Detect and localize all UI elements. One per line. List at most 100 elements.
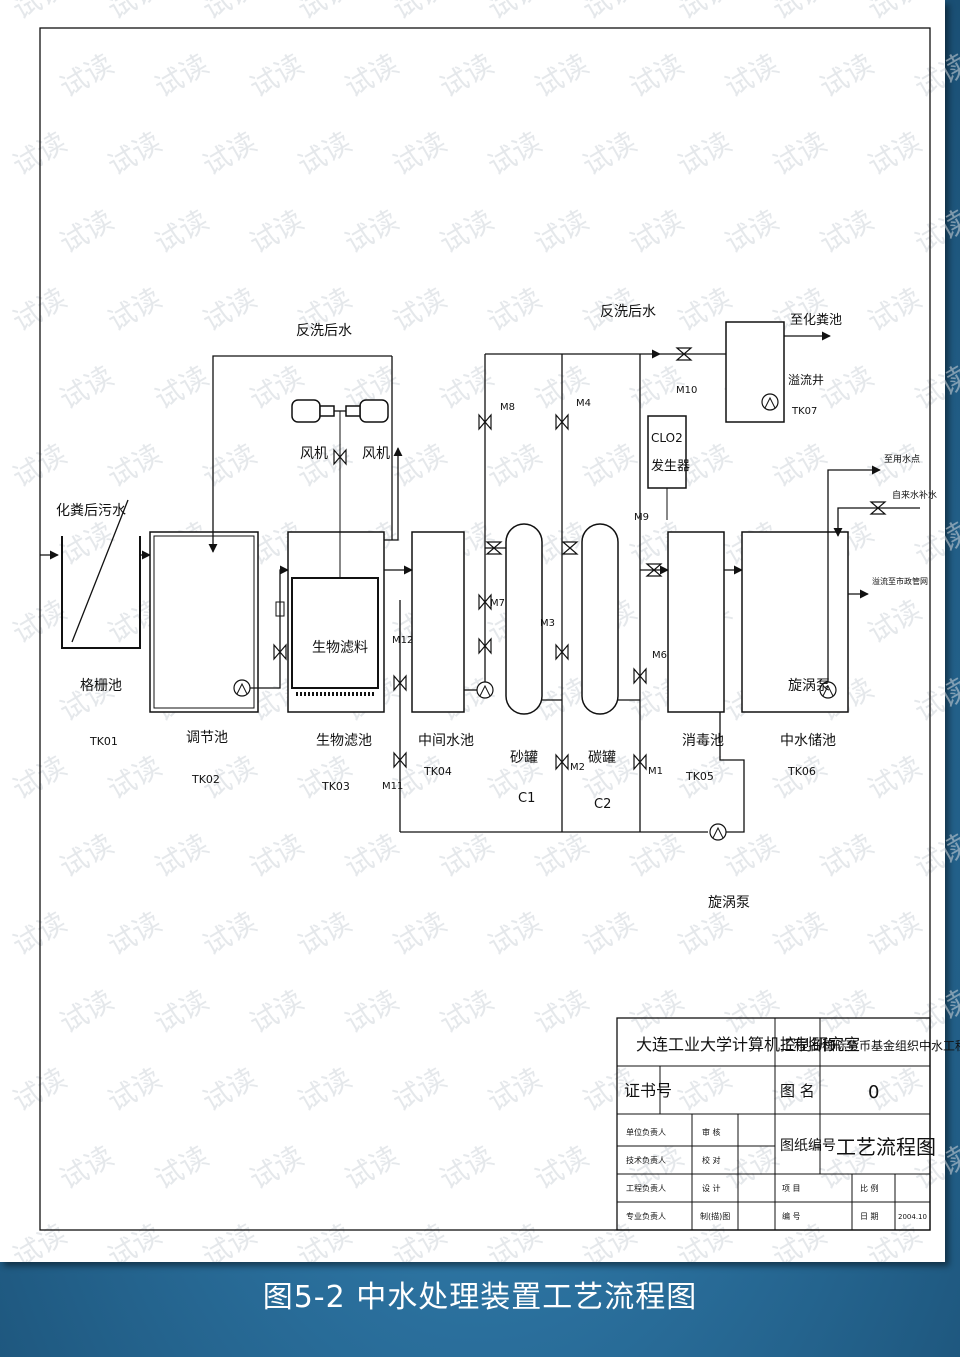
sand-tank-label: 砂罐 xyxy=(510,750,538,766)
valve-m11-label: M11 xyxy=(382,781,403,792)
watermark-text: 试读 xyxy=(719,983,784,1040)
tk06-label: TK06 xyxy=(787,765,816,778)
watermark-text: 试读 xyxy=(814,203,879,260)
institute-name: 大连工业大学计算机控制研究室 xyxy=(636,1035,860,1054)
watermark-text: 试读 xyxy=(624,203,689,260)
valve-m8-label: M8 xyxy=(500,402,515,413)
drawing-frame xyxy=(39,27,931,1231)
watermark-text: 试读 xyxy=(814,983,879,1040)
watermark-text: 试读 xyxy=(149,827,214,884)
overflow-pipe-label: 溢流至市政管网 xyxy=(872,576,928,586)
watermark-text: 试读 xyxy=(862,281,927,338)
watermark-text: 试读 xyxy=(862,125,927,182)
watermark-text: 试读 xyxy=(54,47,119,104)
fan-1-icon xyxy=(291,399,335,423)
watermark-text: 试读 xyxy=(957,125,960,182)
grid-tank-tk01 xyxy=(40,499,151,649)
watermark-text: 试读 xyxy=(909,47,960,104)
tk05-label: TK05 xyxy=(685,770,714,783)
watermark-text: 试读 xyxy=(767,437,832,494)
watermark-text: 试读 xyxy=(719,1139,784,1196)
duty-label: 校 对 xyxy=(702,1155,721,1165)
watermark-text: 试读 xyxy=(292,749,357,806)
watermark-text: 试读 xyxy=(197,1061,262,1118)
watermark-text: 试读 xyxy=(434,47,499,104)
watermark-text: 试读 xyxy=(957,749,960,806)
valve-m3-label: M3 xyxy=(540,618,555,629)
valve-m4-label: M4 xyxy=(576,398,591,409)
watermark-text: 试读 xyxy=(577,437,642,494)
watermark-text: 试读 xyxy=(149,1139,214,1196)
fan-2-label: 风机 xyxy=(362,446,390,462)
watermark-text: 试读 xyxy=(529,827,594,884)
tap-water-label: 自来水补水 xyxy=(892,489,937,501)
watermark-text: 试读 xyxy=(292,125,357,182)
c2-label: C2 xyxy=(594,797,611,812)
bottom-vortex-pump-label: 旋涡泵 xyxy=(708,895,750,911)
watermark-text: 试读 xyxy=(814,47,879,104)
watermark-text: 试读 xyxy=(7,0,72,26)
grid-tank-label: 格栅池 xyxy=(80,678,122,694)
watermark-text: 试读 xyxy=(482,125,547,182)
adjust-tank-pump-icon xyxy=(233,679,251,697)
process-flow-diagram: 试读试读试读试读试读试读试读试读试读试读试读试读试读试读试读试读试读试读试读试读… xyxy=(7,0,960,1262)
to-septic-label: 至化粪池 xyxy=(790,313,842,328)
watermark-text: 试读 xyxy=(434,203,499,260)
drawing-name-label: 图 名 xyxy=(780,1082,815,1100)
valve-m12-label: M12 xyxy=(392,635,413,646)
watermark-text: 试读 xyxy=(387,1061,452,1118)
watermark-text: 试读 xyxy=(862,749,927,806)
bio-filter-label: 生物滤池 xyxy=(316,733,372,749)
fan-1-label: 风机 xyxy=(300,446,328,462)
watermark-text: 试读 xyxy=(244,47,309,104)
drawing-name-value: 0 xyxy=(868,1082,879,1103)
valve-m6-label: M6 xyxy=(652,650,667,661)
watermark-text: 试读 xyxy=(577,125,642,182)
watermark-text: 试读 xyxy=(102,905,167,962)
drawing-number-value: 工艺流程图 xyxy=(836,1135,936,1159)
middle-tank-label: 中间水池 xyxy=(418,733,474,749)
watermark-text: 试读 xyxy=(529,47,594,104)
watermark-text: 试读 xyxy=(54,1139,119,1196)
watermark-text: 试读 xyxy=(862,905,927,962)
watermark-text: 试读 xyxy=(909,203,960,260)
watermark-text: 试读 xyxy=(482,1061,547,1118)
watermark-text: 试读 xyxy=(197,905,262,962)
watermark-text: 试读 xyxy=(672,1217,737,1262)
bottom-vortex-pump-icon xyxy=(709,823,727,841)
role-label: 技术负责人 xyxy=(626,1155,666,1165)
carbon-tank-c2 xyxy=(581,523,619,715)
watermark-text: 试读 xyxy=(244,203,309,260)
clo2-label: CLO2 xyxy=(651,431,683,445)
watermark-text: 试读 xyxy=(339,47,404,104)
watermark-text: 试读 xyxy=(719,203,784,260)
watermark-text: 试读 xyxy=(339,1139,404,1196)
watermark-text: 试读 xyxy=(54,203,119,260)
watermark-text: 试读 xyxy=(909,827,960,884)
middle-tank-tk04 xyxy=(411,531,465,713)
watermark-text: 试读 xyxy=(434,1139,499,1196)
tk03-label: TK03 xyxy=(321,780,350,793)
watermark-text: 试读 xyxy=(957,281,960,338)
watermark-text: 试读 xyxy=(102,437,167,494)
watermark-text: 试读 xyxy=(862,437,927,494)
watermark-text: 试读 xyxy=(719,47,784,104)
watermark-text: 试读 xyxy=(244,827,309,884)
watermark-text: 试读 xyxy=(909,359,960,416)
watermark-text: 试读 xyxy=(339,983,404,1040)
watermark-text: 试读 xyxy=(197,281,262,338)
watermark-text: 试读 xyxy=(529,1139,594,1196)
watermark-text: 试读 xyxy=(387,281,452,338)
watermark-text: 试读 xyxy=(909,515,960,572)
watermark-text: 试读 xyxy=(54,827,119,884)
watermark-text: 试读 xyxy=(624,47,689,104)
disinfection-tank-label: 消毒池 xyxy=(682,733,724,749)
watermark-text: 试读 xyxy=(434,827,499,884)
title-block xyxy=(616,1017,931,1231)
watermark-text: 试读 xyxy=(624,983,689,1040)
reuse-outlet-label: 至用水点 xyxy=(884,453,920,465)
watermark-text: 试读 xyxy=(672,0,737,26)
valve-m7-label: M7 xyxy=(490,598,505,609)
watermark-text: 试读 xyxy=(957,905,960,962)
duty-label: 设 计 xyxy=(702,1183,721,1193)
